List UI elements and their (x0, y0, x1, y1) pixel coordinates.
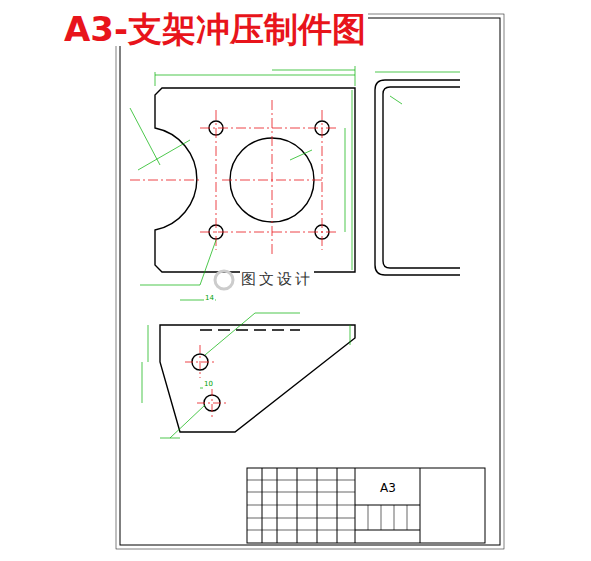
dimension: 10 (203, 380, 214, 389)
dimension-lines (130, 66, 460, 438)
sheet-size: A3 (380, 482, 396, 494)
watermark: 图文设计 (240, 271, 314, 288)
dimension: 14 (204, 294, 215, 303)
bottom-view (160, 325, 355, 432)
title: A3-支架冲压制件图 (62, 12, 368, 46)
title-block (247, 468, 485, 543)
hidden-line (200, 329, 300, 331)
centerlines-2 (185, 345, 227, 420)
frame (120, 18, 500, 545)
side-view (375, 80, 460, 275)
title-block-rows (247, 480, 407, 530)
outer-frame (116, 14, 504, 549)
centerlines (130, 100, 338, 255)
watermark-logo (215, 271, 233, 289)
